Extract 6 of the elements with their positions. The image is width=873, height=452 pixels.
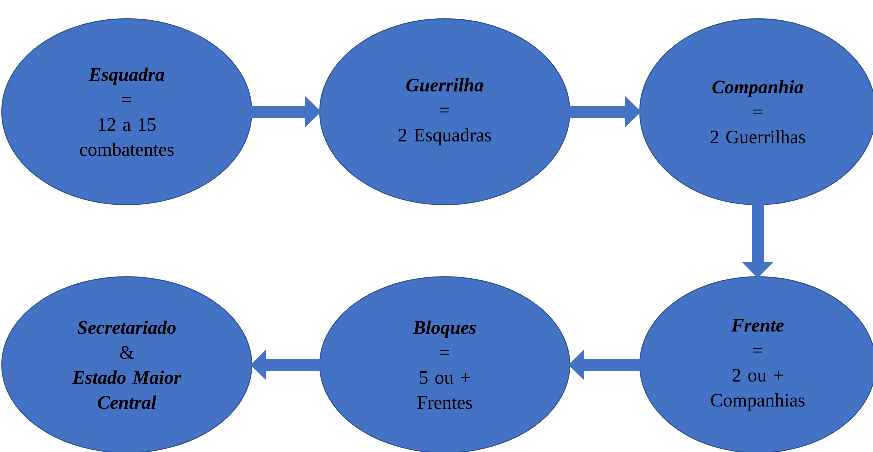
ellipse-node: Secretariado & Estado Maior Central	[2, 276, 252, 452]
ellipse-node: Frente = 2 ou + Companhias	[640, 276, 873, 452]
ellipse-node: Companhia = 2 Guerrilhas	[640, 18, 873, 206]
ellipse-node: Bloques = 5 ou + Frentes	[320, 276, 570, 452]
ellipse-node: Guerrilha = 2 Esquadras	[320, 18, 570, 206]
ellipse-node: Esquadra = 12 a 15 combatentes	[2, 18, 252, 206]
